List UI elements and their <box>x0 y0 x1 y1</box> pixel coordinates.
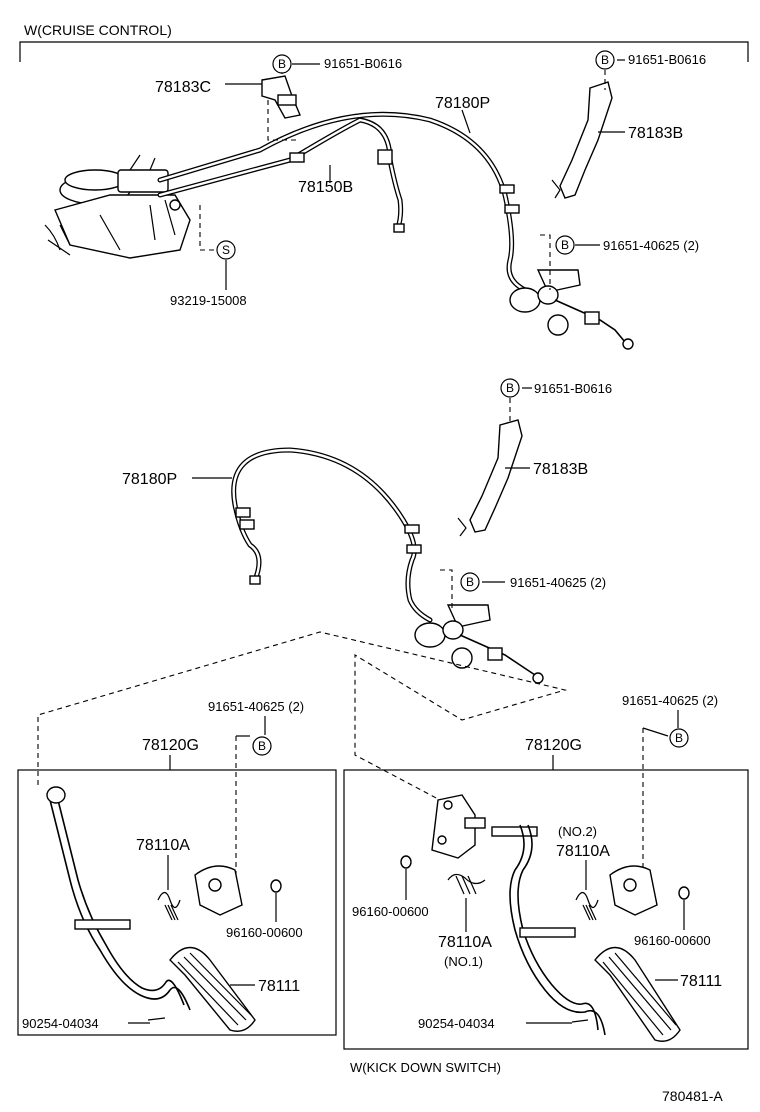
cruise-cable-78180P-top <box>157 111 528 293</box>
label-96160-left: 96160-00600 <box>226 925 303 940</box>
pedal-box-left <box>17 769 337 1036</box>
label-78111-right: 78111 <box>680 973 722 990</box>
label-b-top-left: 91651-B0616 <box>324 56 402 71</box>
cable-end-assembly-mid <box>414 604 544 684</box>
callout-b-top-left-letter: B <box>278 57 286 71</box>
connection-dashed-path <box>37 631 568 801</box>
label-78110A-no1: 78110A <box>438 934 492 951</box>
kick-down-switch-header: W(KICK DOWN SWITCH) <box>350 1060 501 1075</box>
callout-b-top-right <box>595 50 615 70</box>
pedal-pad-78111-right <box>594 946 681 1042</box>
leader-78180P-top <box>461 109 471 134</box>
label-b-top-right: 91651-B0616 <box>628 52 706 67</box>
cable-end-assembly-top <box>509 269 634 350</box>
label-b-right-bolts: 91651-40625 (2) <box>622 693 718 708</box>
leader-dash-b-mid-bolts <box>440 569 453 608</box>
label-78110A-no2: 78110A <box>556 843 610 860</box>
callout-s <box>216 240 236 260</box>
pin-90254-left <box>147 1017 166 1021</box>
kickdown-switch-bracket <box>431 794 486 859</box>
bushing-96160-left <box>270 879 282 893</box>
cruise-control-bracket <box>19 41 749 62</box>
callout-b-top-right-letter: B <box>601 53 609 67</box>
callout-b-right-bolts-letter: B <box>675 731 683 745</box>
label-90254-left: 90254-04034 <box>22 1016 99 1031</box>
spring-78110A-left <box>157 891 181 921</box>
cruise-actuator-assembly <box>44 154 191 259</box>
pedal-box-right <box>343 769 749 1050</box>
callout-s-letter: S <box>222 243 230 257</box>
label-b-mid-top: 91651-B0616 <box>534 381 612 396</box>
bracket-78183C <box>261 75 301 119</box>
cruise-cable-78150B <box>157 117 405 233</box>
callout-b-right-bolts <box>669 728 689 748</box>
spring-78110A-no1 <box>447 873 486 895</box>
label-78183C: 78183C <box>155 79 211 96</box>
callout-b-left-bolts-letter: B <box>258 739 266 753</box>
cruise-control-header: W(CRUISE CONTROL) <box>24 22 172 38</box>
callout-b-top-bolts-letter: B <box>561 238 569 252</box>
label-78183B-mid: 78183B <box>533 461 588 478</box>
label-78120G-right: 78120G <box>525 737 582 754</box>
pedal-pad-78111-left <box>169 946 256 1032</box>
label-96160-mid: 96160-00600 <box>352 904 429 919</box>
label-b-top-bolts: 91651-40625 (2) <box>603 238 699 253</box>
label-b-left-bolts: 91651-40625 (2) <box>208 699 304 714</box>
leader-dash-78183C <box>267 100 300 141</box>
label-78120G-left: 78120G <box>142 737 199 754</box>
label-93219: 93219-15008 <box>170 293 247 308</box>
pedal-shaft-upper <box>491 826 538 837</box>
bracket-78183B-top <box>551 81 613 199</box>
pedal-arm-left <box>46 786 191 1011</box>
pedal-arm-right <box>509 824 606 1036</box>
label-78110A-left: 78110A <box>136 837 190 854</box>
label-78150B: 78150B <box>298 179 353 196</box>
callout-b-left-bolts <box>252 736 272 756</box>
spring-78110A-no2 <box>575 891 599 921</box>
label-78111-left: 78111 <box>258 978 300 995</box>
label-b-mid-bolts: 91651-40625 (2) <box>510 575 606 590</box>
callout-b-mid-top <box>500 378 520 398</box>
figure-id: 780481-A <box>662 1088 723 1104</box>
pin-90254-right <box>571 1019 589 1023</box>
pedal-bracket-left <box>194 865 243 916</box>
bushing-96160-right <box>678 886 690 900</box>
pedal-bracket-right <box>609 865 658 916</box>
label-78110A-no1-tag: (NO.1) <box>444 954 483 969</box>
label-78183B-top: 78183B <box>628 125 683 142</box>
callout-b-mid-bolts-letter: B <box>466 575 474 589</box>
bracket-78183B-mid <box>457 419 523 537</box>
cable-78180P-mid <box>231 447 433 623</box>
label-96160-right: 96160-00600 <box>634 933 711 948</box>
leader-dash-S <box>199 205 216 251</box>
label-90254-right: 90254-04034 <box>418 1016 495 1031</box>
label-78180P-top: 78180P <box>435 95 490 112</box>
label-78180P-mid: 78180P <box>122 471 177 488</box>
callout-b-top-left <box>272 54 292 74</box>
callout-b-mid-top-letter: B <box>506 381 514 395</box>
leader-dash-b-top-bolts <box>540 234 551 290</box>
label-78110A-no2-tag: (NO.2) <box>558 824 597 839</box>
callout-b-mid-bolts <box>460 572 480 592</box>
leader-b-right-tick <box>642 727 669 737</box>
bushing-96160-mid <box>400 855 412 869</box>
callout-b-top-bolts <box>555 235 575 255</box>
